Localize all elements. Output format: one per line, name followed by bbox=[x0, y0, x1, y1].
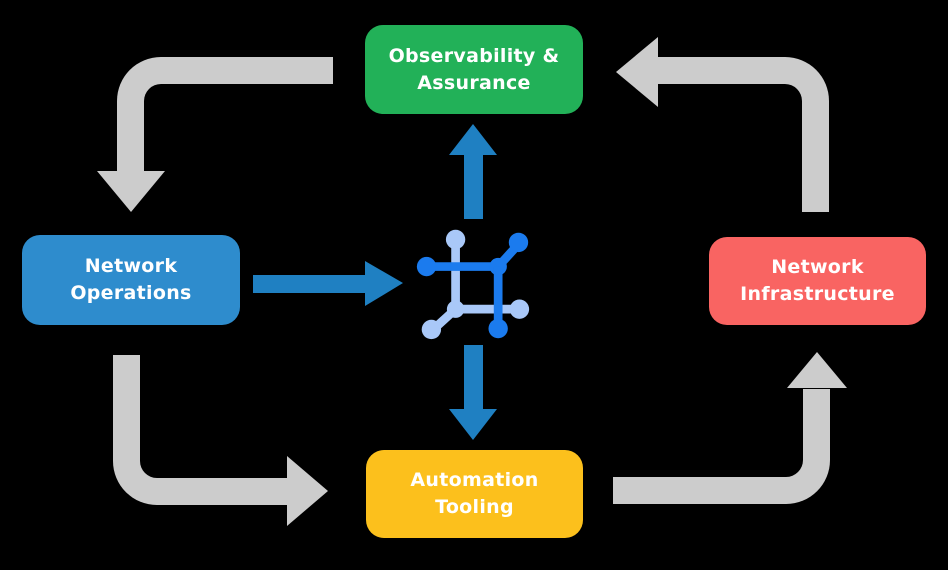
arrowhead-left-icon bbox=[616, 37, 658, 107]
arrow-observability-to-operations bbox=[117, 57, 333, 171]
node-label: Network Infrastructure bbox=[740, 256, 895, 305]
arrowhead-down-icon bbox=[97, 171, 165, 212]
node-network-operations: Network Operations bbox=[22, 235, 240, 325]
node-observability-assurance: Observability & Assurance bbox=[365, 25, 583, 114]
node-automation-tooling: Automation Tooling bbox=[366, 450, 583, 538]
arrow-tooling-to-infrastructure bbox=[613, 389, 830, 504]
arrow-center-to-tooling bbox=[449, 345, 497, 440]
network-nodes-icon bbox=[416, 229, 530, 340]
arrow-operations-to-tooling bbox=[113, 355, 287, 505]
node-label: Automation Tooling bbox=[410, 469, 539, 518]
node-label: Network Operations bbox=[70, 255, 192, 304]
arrow-operations-to-center bbox=[253, 261, 403, 306]
node-network-infrastructure: Network Infrastructure bbox=[709, 237, 926, 325]
arrow-center-to-observability bbox=[449, 124, 497, 219]
arrowhead-right-icon bbox=[287, 456, 328, 526]
arrowhead-up-icon bbox=[787, 352, 847, 388]
arrow-infrastructure-to-observability bbox=[658, 57, 829, 212]
node-label: Observability & Assurance bbox=[388, 44, 560, 94]
